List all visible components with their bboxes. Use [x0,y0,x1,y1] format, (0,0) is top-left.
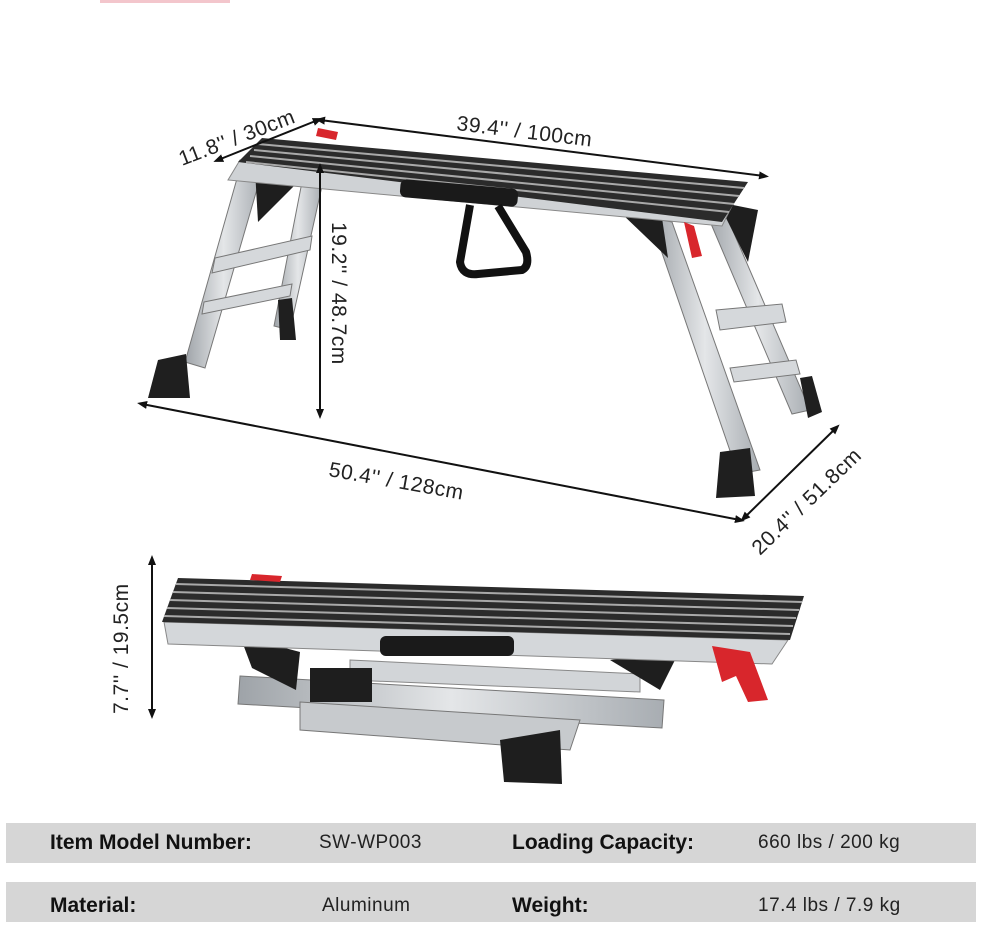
weight-value: 17.4 lbs / 7.9 kg [758,895,901,916]
top-accent-bar [100,0,230,3]
loading-capacity-label: Loading Capacity: [512,831,695,854]
dim-depth-base: 20.4'' / 51.8cm [747,444,866,560]
platform-upright [148,128,822,498]
spec-row-model-capacity: Item Model Number: SW-WP003 Loading Capa… [6,823,976,863]
material-value: Aluminum [322,895,411,916]
material-label: Material: [50,894,137,917]
dim-length-base: 50.4'' / 128cm [327,458,465,504]
weight-label: Weight: [512,894,589,917]
dim-folded-height: 7.7'' / 19.5cm [110,583,133,714]
dim-height: 19.2'' / 48.7cm [327,222,350,365]
platform-folded [162,574,804,784]
product-dimension-drawing: 11.8'' / 30cm 39.4'' / 100cm 19.2'' / 48… [110,105,866,784]
model-number-label: Item Model Number: [50,831,252,854]
spec-row-material-weight: Material: Aluminum Weight: 17.4 lbs / 7.… [6,882,976,922]
loading-capacity-value: 660 lbs / 200 kg [758,832,901,853]
model-number-value: SW-WP003 [319,832,422,853]
